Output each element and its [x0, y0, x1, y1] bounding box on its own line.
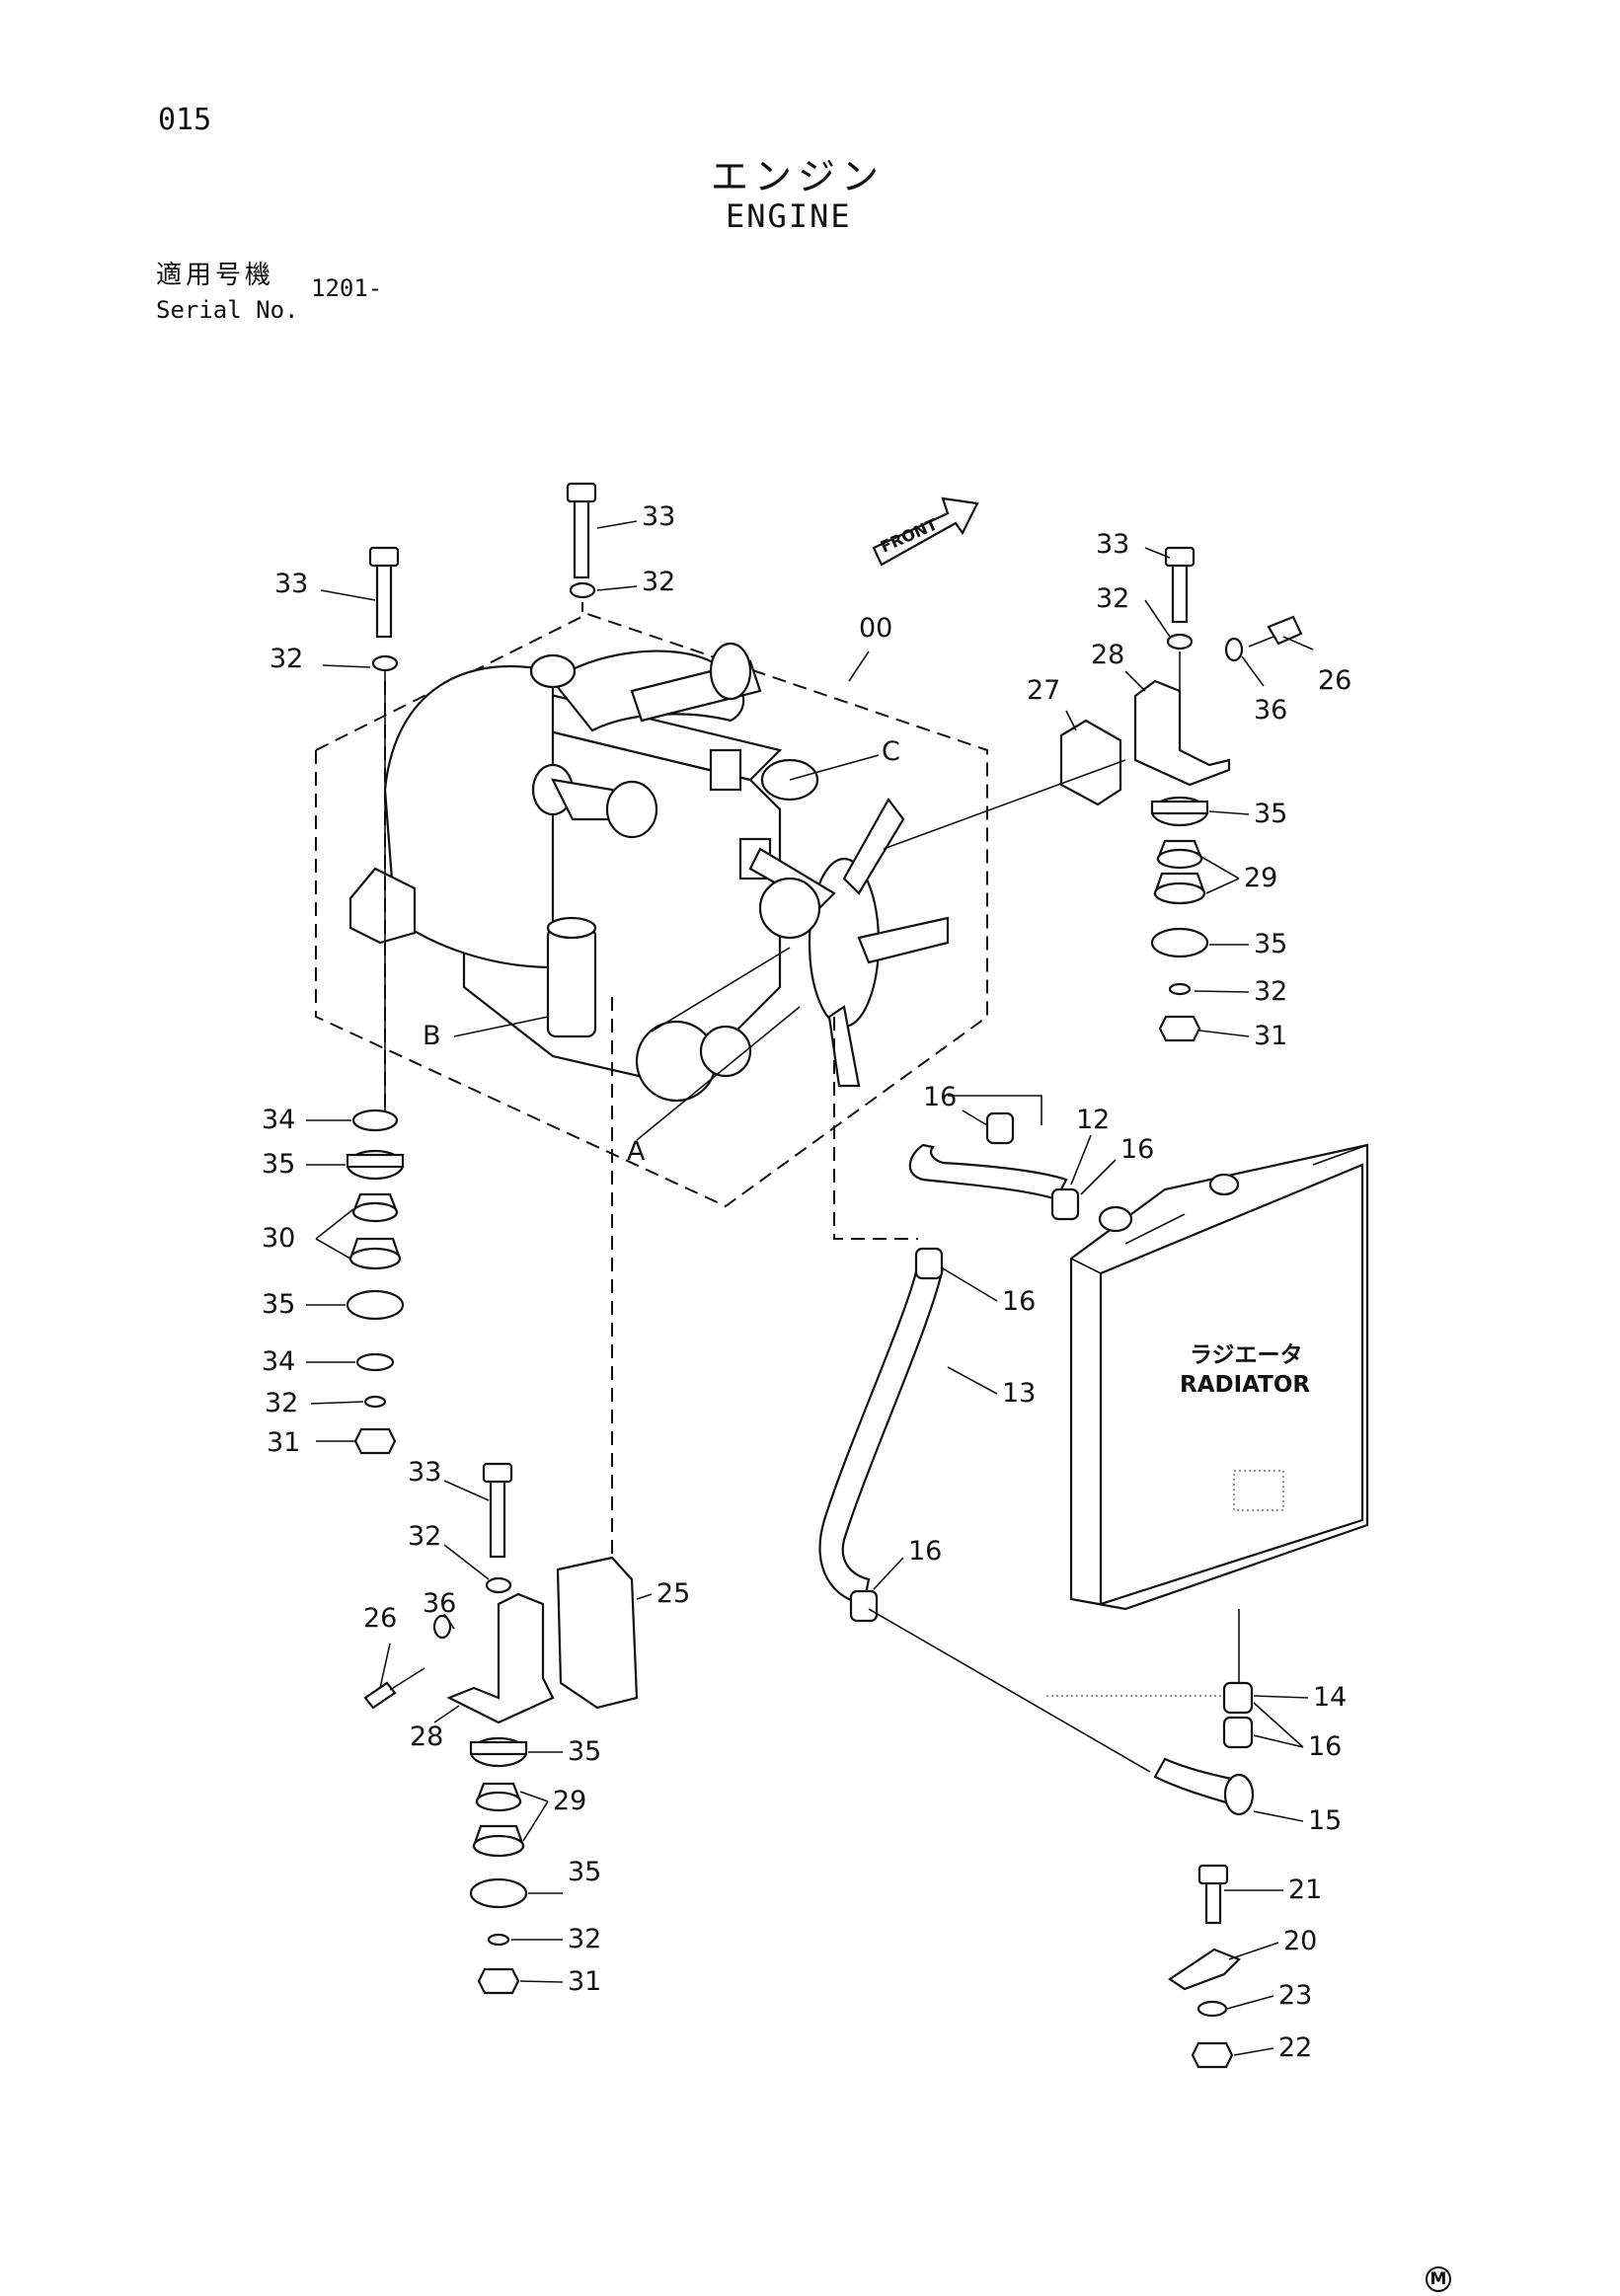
callout-labels: 33 32 33 32 00 C B A 33 32 28 27 36 26 3… — [262, 501, 1351, 2063]
callout-33: 33 — [408, 1457, 441, 1488]
callout-34: 34 — [262, 1105, 295, 1135]
callout-29: 29 — [1244, 863, 1277, 893]
callout-32: 32 — [408, 1521, 441, 1552]
callout-a: A — [627, 1136, 646, 1167]
callout-22: 22 — [1278, 2032, 1312, 2063]
callout-32: 32 — [568, 1924, 601, 1954]
callout-20: 20 — [1283, 1926, 1317, 1956]
callout-21: 21 — [1288, 1875, 1322, 1905]
callout-16: 16 — [923, 1082, 957, 1112]
callout-28: 28 — [410, 1722, 443, 1752]
callout-14: 14 — [1313, 1682, 1347, 1713]
serial-label-english: Serial No. — [156, 296, 299, 324]
callout-31: 31 — [568, 1966, 601, 1997]
callout-28: 28 — [1091, 640, 1124, 670]
title-english: ENGINE — [726, 197, 852, 235]
serial-label-japanese: 適用号機 — [156, 261, 275, 290]
callout-26: 26 — [1318, 665, 1351, 696]
callout-31: 31 — [1254, 1021, 1287, 1051]
callout-23: 23 — [1278, 1980, 1312, 2011]
right-mount-stack — [883, 546, 1303, 1042]
callout-c: C — [882, 736, 900, 767]
callout-35: 35 — [568, 1857, 601, 1887]
callout-16: 16 — [1002, 1286, 1036, 1317]
manufacturer-mark: M — [1426, 2266, 1451, 2292]
page-number: 015 — [158, 103, 212, 137]
callout-25: 25 — [656, 1578, 690, 1609]
callout-33: 33 — [642, 501, 675, 532]
engine-assembly — [315, 612, 988, 1208]
callout-36: 36 — [1254, 695, 1287, 726]
lower-right-clamp — [1168, 1864, 1241, 2069]
lower-left-mount — [363, 1462, 639, 1995]
callout-29: 29 — [553, 1786, 586, 1816]
callout-b: B — [423, 1021, 441, 1051]
callout-32: 32 — [1254, 976, 1287, 1007]
callout-32: 32 — [265, 1388, 298, 1418]
title-japanese: エンジン — [711, 155, 886, 198]
callout-35: 35 — [568, 1736, 601, 1767]
callout-36: 36 — [423, 1588, 456, 1619]
callout-32: 32 — [270, 644, 303, 674]
callout-33: 33 — [1096, 529, 1129, 560]
serial-number-value: 1201- — [311, 274, 383, 302]
callout-35: 35 — [262, 1289, 295, 1320]
callout-00: 00 — [859, 613, 892, 644]
callout-35: 35 — [1254, 929, 1287, 959]
callout-27: 27 — [1027, 675, 1060, 706]
front-direction-arrow: FRONT — [872, 497, 979, 567]
leader-lines — [306, 520, 1314, 2056]
left-mount-stack — [346, 546, 405, 1455]
callout-33: 33 — [274, 569, 308, 599]
callout-16: 16 — [1308, 1731, 1342, 1762]
callout-13: 13 — [1002, 1378, 1036, 1409]
hoses — [818, 1095, 1255, 1816]
callout-15: 15 — [1308, 1805, 1342, 1836]
radiator-label-english: RADIATOR — [1180, 1372, 1310, 1398]
radiator: ラジエータ RADIATOR — [1069, 1143, 1369, 1611]
radiator-label-japanese: ラジエータ — [1190, 1342, 1303, 1368]
callout-26: 26 — [363, 1603, 397, 1634]
callout-12: 12 — [1076, 1105, 1110, 1135]
callout-34: 34 — [262, 1346, 295, 1377]
top-middle-bolt — [566, 482, 597, 599]
callout-16: 16 — [1120, 1134, 1154, 1165]
callout-35: 35 — [1254, 799, 1287, 829]
callout-30: 30 — [262, 1223, 295, 1254]
callout-35: 35 — [262, 1149, 295, 1180]
callout-32: 32 — [642, 567, 675, 597]
callout-16: 16 — [908, 1536, 942, 1567]
callout-31: 31 — [267, 1427, 300, 1458]
callout-32: 32 — [1096, 583, 1129, 614]
